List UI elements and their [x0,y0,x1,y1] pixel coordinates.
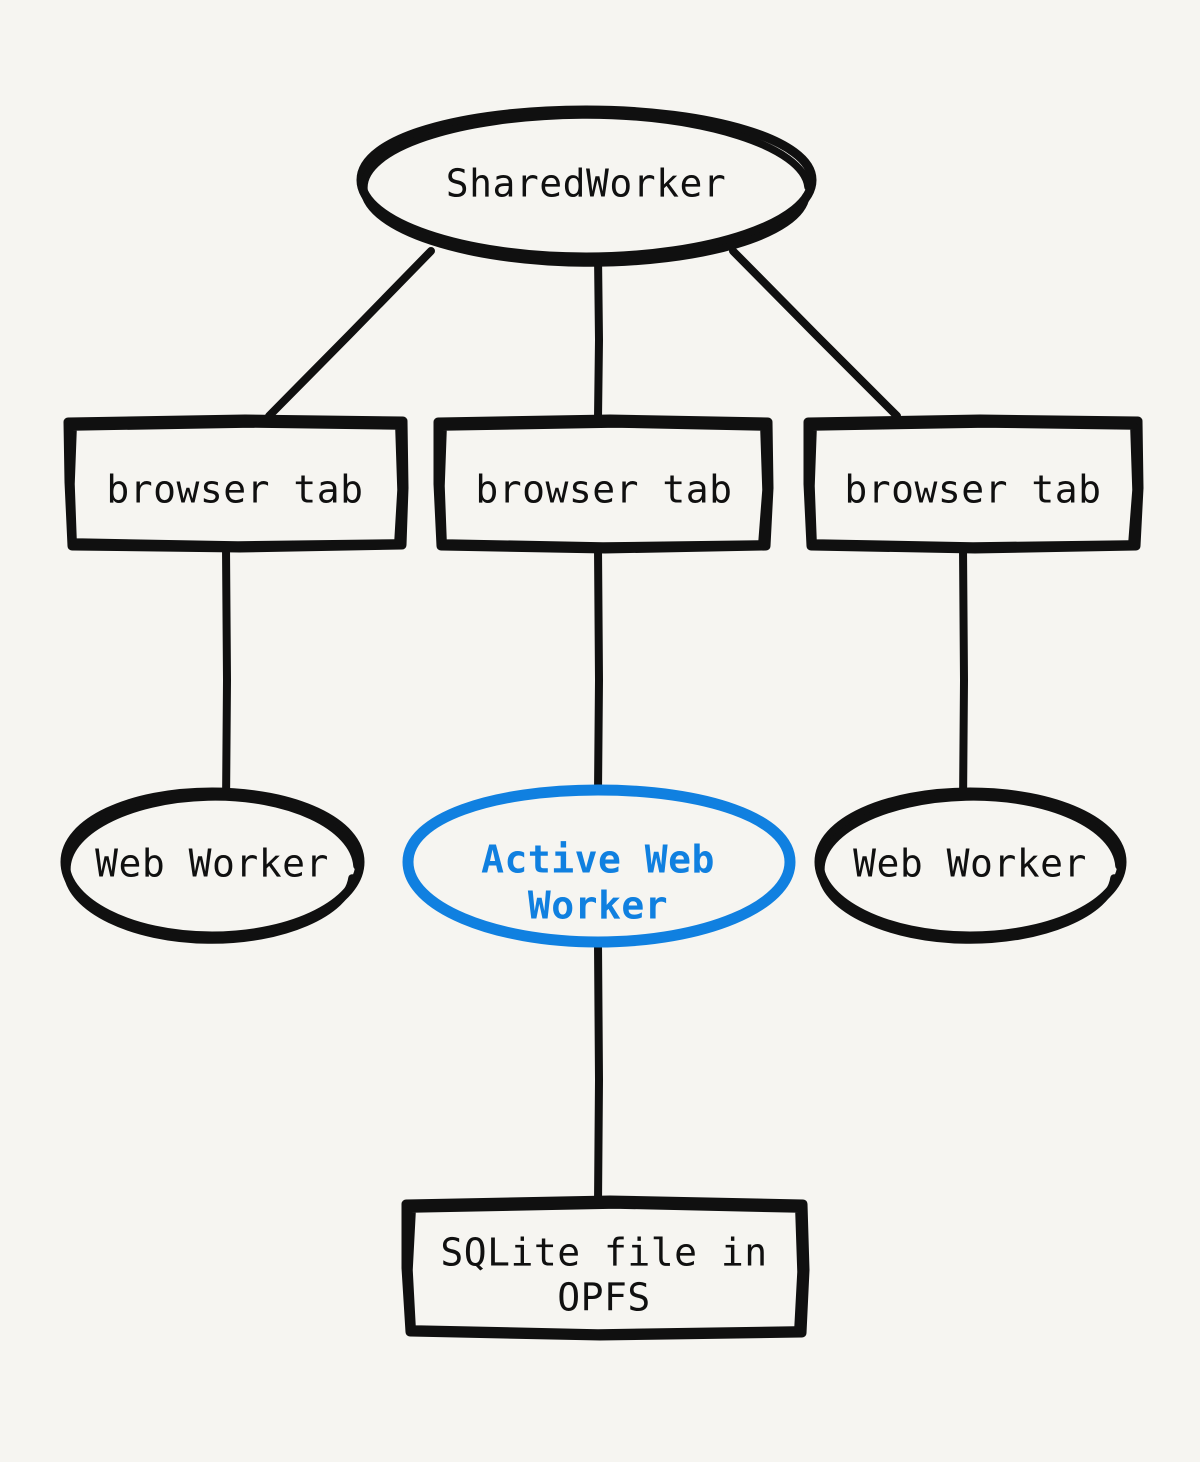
active-web-worker-label-line-2: Worker [528,884,668,928]
node-browser-tab-1[interactable]: browser tab [63,414,409,553]
active-web-worker-label-line-1: Active Web [481,838,715,882]
edge-sharedworker-to-tab-3 [729,247,901,420]
shared-worker-ellipse-outline-pass2 [360,111,812,267]
edge-tab-2-to-active-web-worker [594,544,604,796]
web-worker-2-ellipse-outline-pass2 [817,793,1123,944]
node-browser-tab-2[interactable]: browser tab [433,414,774,554]
node-active-web-worker[interactable]: Active Web Worker [402,784,796,948]
sqlite-file-label-line-1: SQLite file in [440,1231,767,1275]
browser-tab-3-rect-outline-pass2 [807,420,1140,550]
node-web-worker-1[interactable]: Web Worker [60,787,365,944]
edge-layer [222,247,969,1208]
active-web-worker-ellipse-fill [406,786,790,942]
edge-tab-3-to-web-worker-2 [959,544,969,810]
shared-worker-ellipse-fill [360,108,812,258]
browser-tab-2-rect-fill [435,418,770,548]
browser-tab-2-label: browser tab [475,468,732,512]
sqlite-file-rect-fill [403,1200,805,1335]
web-worker-1-ellipse-fill [64,792,360,936]
node-shared-worker[interactable]: SharedWorker [356,105,817,267]
browser-tab-3-label: browser tab [844,468,1101,512]
edge-tab-1-to-web-worker-1 [222,544,232,810]
sqlite-file-rect-outline-pass2 [405,1201,805,1337]
sqlite-file-label-line-2: OPFS [557,1276,651,1320]
browser-tab-1-rect-fill [65,418,405,548]
edge-active-web-worker-to-sqlite [594,940,604,1208]
web-worker-2-ellipse-fill [818,792,1122,936]
browser-tab-1-label: browser tab [106,468,363,512]
web-worker-2-label: Web Worker [853,842,1087,886]
edge-sharedworker-to-tab-1 [265,247,435,420]
web-worker-1-label: Web Worker [95,842,329,886]
web-worker-1-ellipse-outline-pass2 [63,793,361,944]
node-web-worker-2[interactable]: Web Worker [814,787,1127,944]
shared-worker-label: SharedWorker [446,162,727,206]
shared-worker-ellipse-outline [356,105,817,262]
browser-tab-2-rect-outline-pass2 [437,420,770,550]
browser-tab-1-rect-outline-pass2 [67,420,405,549]
node-sqlite-file[interactable]: SQLite file in OPFS [401,1195,810,1341]
node-browser-tab-3[interactable]: browser tab [803,414,1144,554]
browser-tab-3-rect-fill [805,418,1140,548]
edge-sharedworker-to-tab-2 [594,252,604,422]
active-web-worker-ellipse-outline [402,784,796,948]
